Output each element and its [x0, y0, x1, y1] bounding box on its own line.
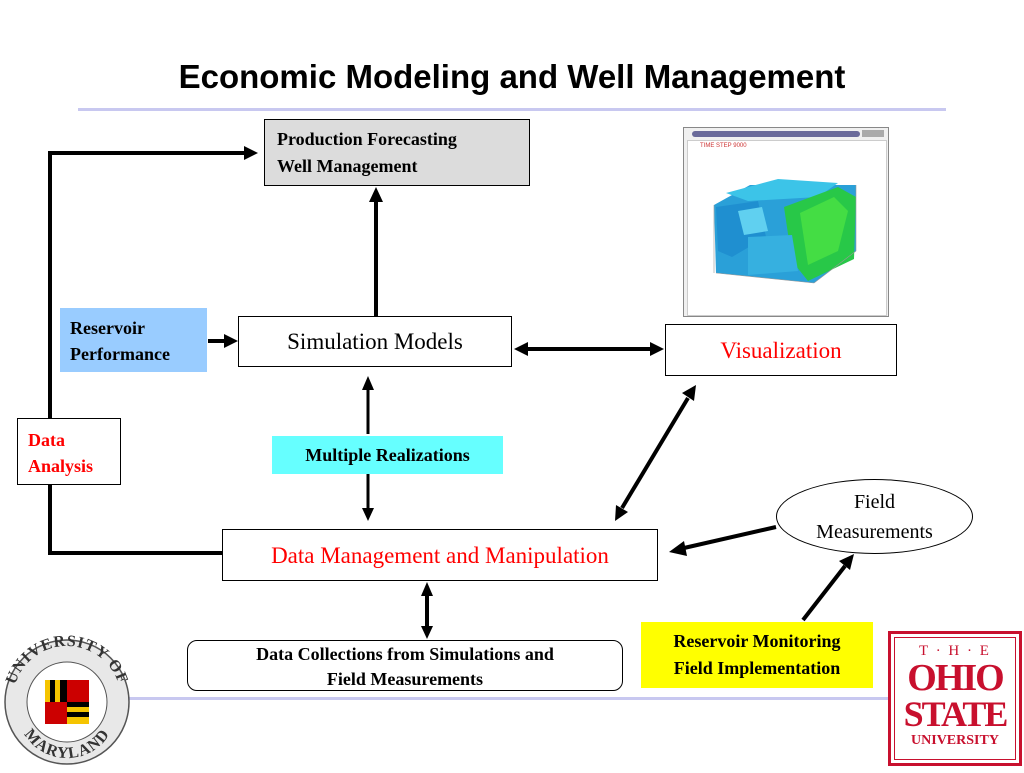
data-analysis-line1: Data — [28, 430, 65, 450]
data-analysis-line2: Analysis — [28, 456, 94, 476]
reservoir-performance-box: Reservoir Performance — [60, 308, 207, 372]
ohio-word: OHIO — [907, 657, 1004, 699]
data-management-label: Data Management and Manipulation — [271, 543, 609, 568]
screenshot-caption: TIME STEP 9000 — [700, 143, 747, 149]
visualization-box: Visualization — [665, 324, 897, 376]
multiple-realizations-box: Multiple Realizations — [272, 436, 503, 474]
maryland-seal-logo: UNIVERSITY OF MARYLAND — [1, 632, 133, 768]
field-line2: Measurements — [816, 521, 933, 543]
collections-line1: Data Collections from Simulations and — [256, 644, 554, 664]
simulation-models-box: Simulation Models — [238, 316, 512, 367]
ohio-state-logo: T · H · E OHIO STATE UNIVERSITY — [888, 631, 1022, 766]
reservoir-line2: Performance — [70, 344, 170, 364]
university-word: UNIVERSITY — [911, 733, 999, 748]
data-collections-box: Data Collections from Simulations and Fi… — [187, 640, 623, 691]
screenshot-canvas: TIME STEP 9000 — [687, 140, 887, 316]
maryland-seal-graphic: UNIVERSITY OF MARYLAND — [3, 633, 130, 765]
ohio-the-text: T · H · E — [919, 643, 991, 659]
field-to-datamgmt-arrow — [683, 525, 777, 550]
footer-divider — [78, 697, 946, 700]
monitoring-line2: Field Implementation — [673, 658, 841, 678]
page-title: Economic Modeling and Well Management — [178, 58, 846, 95]
screenshot-titlebar — [692, 131, 860, 137]
field-measurements-ellipse: Field Measurements — [776, 479, 973, 554]
collections-line2: Field Measurements — [326, 669, 484, 689]
reservoir-line1: Reservoir — [70, 318, 145, 338]
data-analysis-box: Data Analysis — [17, 418, 121, 485]
realizations-label: Multiple Realizations — [305, 445, 470, 465]
production-line2: Well Management — [277, 156, 418, 176]
ohio-state-inner-frame: T · H · E OHIO STATE UNIVERSITY — [894, 637, 1016, 760]
feedback-loop-line — [48, 151, 244, 555]
datamgmt-visualization-arrow — [620, 396, 690, 510]
production-line1: Production Forecasting — [277, 129, 457, 149]
reservoir-3d-render — [713, 179, 857, 284]
field-line1: Field — [853, 491, 896, 513]
reservoir-monitoring-box: Reservoir Monitoring Field Implementatio… — [641, 622, 873, 688]
screenshot-window-controls — [862, 130, 884, 137]
monitoring-line1: Reservoir Monitoring — [673, 631, 841, 651]
simulation-label: Simulation Models — [287, 329, 463, 354]
title-divider — [78, 108, 946, 111]
monitoring-to-field-arrow — [801, 564, 847, 622]
state-word: STATE — [903, 694, 1009, 734]
feedback-arrowhead — [244, 146, 258, 160]
data-management-box: Data Management and Manipulation — [222, 529, 658, 581]
production-forecasting-box: Production Forecasting Well Management — [264, 119, 530, 186]
visualization-screenshot: TIME STEP 9000 — [683, 127, 889, 317]
visualization-label: Visualization — [720, 338, 842, 363]
